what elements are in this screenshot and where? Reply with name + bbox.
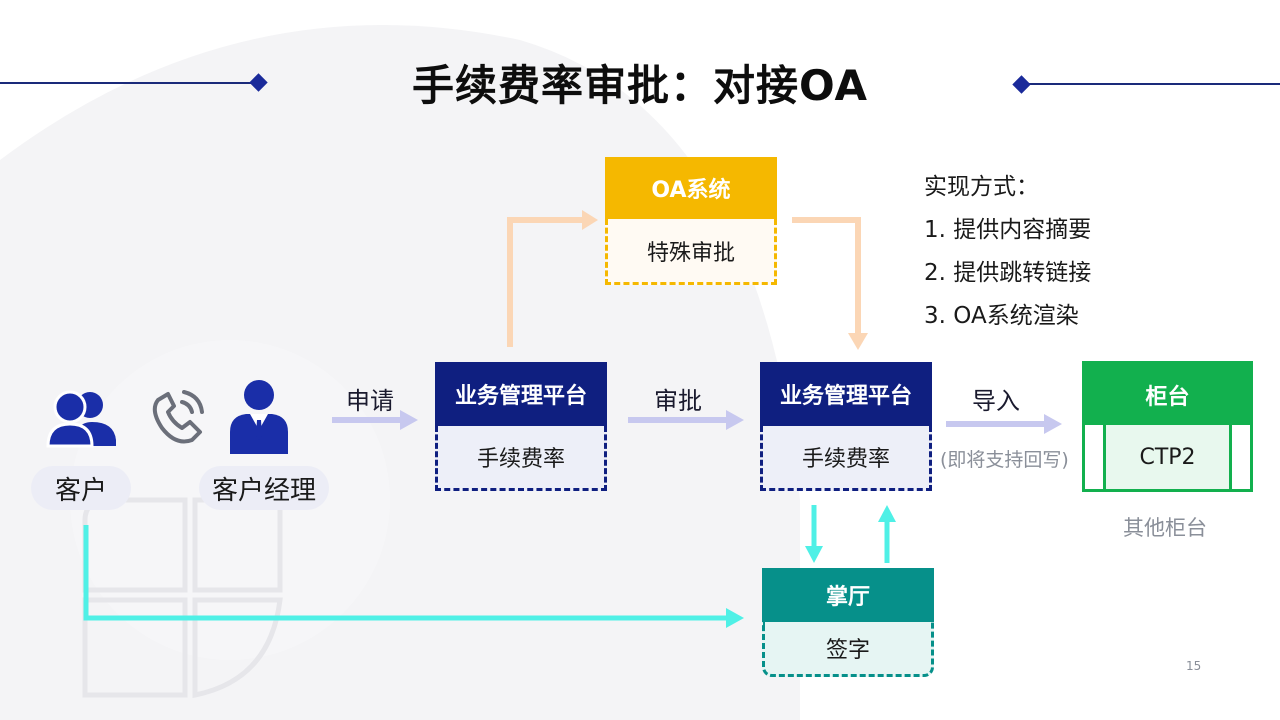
business-person-icon [230, 380, 288, 454]
platform-left-header: 业务管理平台 [435, 362, 607, 426]
implementation-notes: 实现方式： 1. 提供内容摘要 2. 提供跳转链接 3. OA系统渲染 [924, 166, 1091, 338]
hall-body: 签字 [762, 622, 934, 677]
platform-right-node: 业务管理平台 手续费率 [760, 362, 932, 491]
hall-header: 掌厅 [762, 568, 934, 622]
platform-left-body: 手续费率 [435, 426, 607, 491]
counter-header: 柜台 [1085, 364, 1250, 425]
import-note: (即将支持回写) [940, 449, 1069, 471]
oa-node-header: OA系统 [605, 157, 777, 219]
manager-label: 客户经理 [199, 466, 329, 510]
notes-item: 1. 提供内容摘要 [924, 217, 1092, 243]
edge-apply-label: 申请 [346, 387, 394, 415]
arrow-platform-to-oa [507, 217, 585, 347]
hall-node: 掌厅 签字 [762, 568, 934, 677]
platform-right-header: 业务管理平台 [760, 362, 932, 426]
arrow-customer-to-hall [83, 525, 728, 621]
customer-label: 客户 [31, 466, 131, 510]
notes-item: 3. OA系统渲染 [924, 303, 1079, 329]
counter-body: CTP2 [1103, 425, 1232, 489]
platform-right-body: 手续费率 [760, 426, 932, 491]
counter-node: 柜台 CTP2 [1082, 361, 1253, 492]
edge-import-label: 导入 [972, 387, 1020, 415]
page-title: 手续费率审批：对接OA [411, 61, 869, 110]
users-icon [46, 390, 116, 448]
counter-caption: 其他柜台 [1123, 516, 1207, 540]
oa-node-body: 特殊审批 [605, 219, 777, 285]
oa-node: OA系统 特殊审批 [605, 157, 777, 285]
arrow-oa-to-platform [792, 217, 861, 335]
page-number: 15 [1186, 659, 1202, 673]
edge-approve-label: 审批 [654, 387, 702, 415]
phone-icon [152, 390, 204, 444]
notes-heading: 实现方式： [924, 174, 1039, 200]
notes-item: 2. 提供跳转链接 [924, 260, 1092, 286]
platform-left-node: 业务管理平台 手续费率 [435, 362, 607, 491]
